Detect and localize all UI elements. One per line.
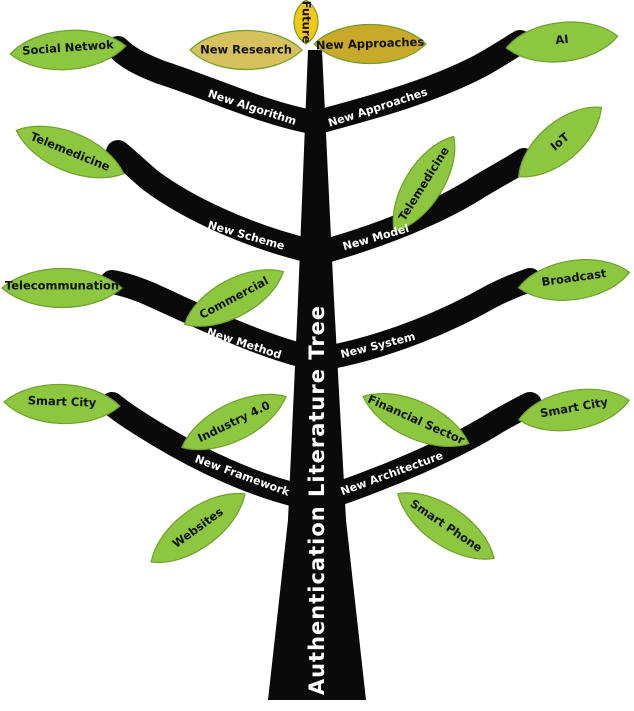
leaf-ai xyxy=(505,21,619,63)
leaf-new-approaches-future xyxy=(313,23,427,65)
branch-level2-left xyxy=(106,140,318,262)
leaves xyxy=(1,0,631,564)
branches xyxy=(100,30,542,508)
smart-city-left-label: Smart City xyxy=(28,393,98,409)
trunk-title: Authentication Literature Tree xyxy=(305,305,329,695)
leaf-telemedicine-right xyxy=(392,135,456,233)
leaf-websites xyxy=(150,492,246,564)
leaf-telecommunation xyxy=(1,267,123,309)
branch-level4-left xyxy=(100,392,312,508)
ai-label: AI xyxy=(555,32,570,47)
branch-level2-right xyxy=(310,148,536,264)
branch-level3-left xyxy=(100,270,316,368)
new-research-label: New Research xyxy=(200,43,292,57)
leaf-new-research xyxy=(189,29,303,71)
new-approaches-future-label: New Approaches xyxy=(316,35,425,53)
trunk xyxy=(268,50,366,700)
leaf-social-network xyxy=(9,29,127,71)
branch-level3-right xyxy=(314,268,542,370)
branch-level1-left xyxy=(106,36,324,134)
leaf-smart-city-right xyxy=(518,388,630,432)
leaf-commercial xyxy=(183,269,285,327)
future-label: Future xyxy=(300,1,314,44)
leaf-telemedicine-left xyxy=(15,125,125,179)
leaf-smart-city-left xyxy=(3,383,121,425)
leaf-broadcast xyxy=(517,259,631,301)
leaf-financial-sector xyxy=(362,392,470,448)
leaf-industry-4 xyxy=(181,393,287,451)
branch-new-architecture-label: New Architecture xyxy=(339,449,445,498)
leaf-smart-phone xyxy=(397,492,495,560)
branch-level4-right xyxy=(320,392,542,508)
leaf-future-bud xyxy=(293,0,319,45)
branch-level1-right xyxy=(306,30,532,134)
telecommunation-label: Telecommunation xyxy=(5,279,119,293)
social-network-label: Social Netwok xyxy=(22,37,115,57)
leaf-iot xyxy=(517,106,603,178)
branch-new-framework-label: New Framework xyxy=(193,452,292,499)
